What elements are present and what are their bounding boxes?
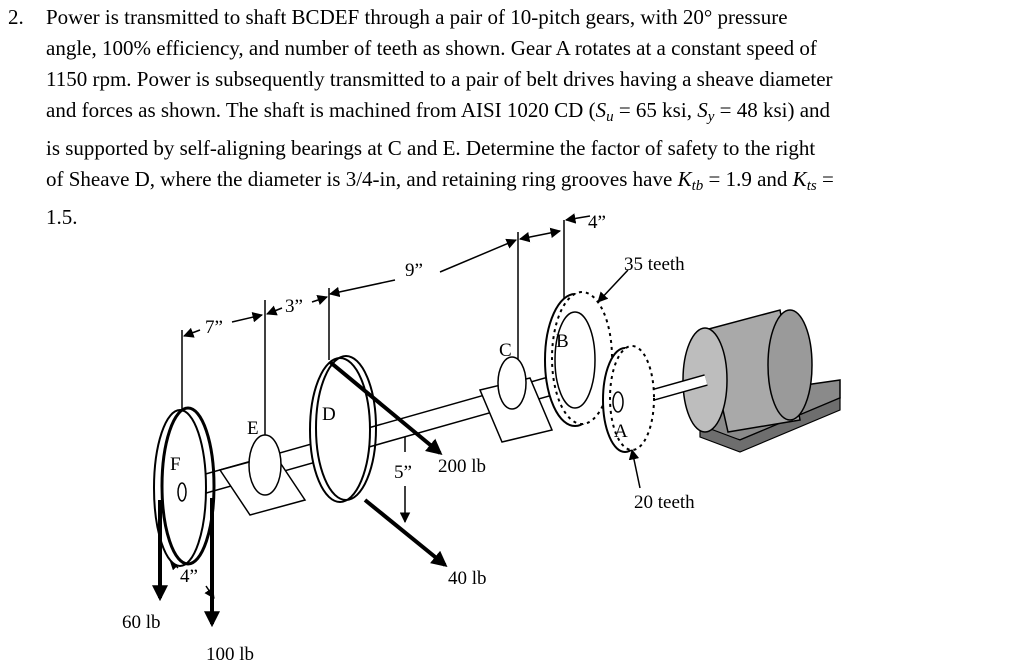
problem-line-7: 1.5.	[46, 205, 78, 229]
problem-number: 2.	[8, 5, 24, 29]
su-symbol: S	[595, 98, 607, 122]
problem-line-6: of Sheave D, where the diameter is 3/4-i…	[46, 164, 1004, 202]
problem-line-4: and forces as shown. The shaft is machin…	[46, 95, 1004, 133]
label-force-60: 60 lb	[122, 612, 161, 633]
sheave-d	[309, 355, 448, 568]
label-dim-4-top: 4”	[588, 212, 606, 233]
gear-a	[602, 345, 655, 453]
sheave-f	[152, 406, 220, 628]
dim-9-right	[439, 238, 517, 273]
dim-9-left	[328, 279, 396, 298]
dim-7-right	[231, 312, 264, 323]
su-subscript: u	[606, 109, 614, 125]
bearing-c	[478, 356, 554, 443]
label-dim-9: 9”	[405, 260, 423, 281]
sy-value: = 48 ksi) and	[714, 98, 831, 122]
sy-symbol: S	[697, 98, 708, 122]
label-20-teeth: 20 teeth	[634, 492, 695, 513]
label-force-200: 200 lb	[438, 456, 486, 477]
label-point-a: A	[614, 421, 628, 442]
label-dim-7: 7”	[205, 317, 223, 338]
label-point-d: D	[322, 404, 336, 425]
problem-line-5: is supported by self-aligning bearings a…	[46, 136, 816, 160]
kts-symbol: K	[792, 167, 807, 191]
gear-b	[544, 291, 613, 427]
kts-subscript: ts	[806, 178, 817, 194]
ktb-symbol: K	[677, 167, 692, 191]
label-point-c: C	[499, 340, 512, 361]
sy-subscript: y	[707, 109, 715, 125]
problem-line-1: Power is transmitted to shaft BCDEF thro…	[46, 5, 788, 29]
label-point-b: B	[556, 331, 569, 352]
label-force-100: 100 lb	[206, 644, 254, 665]
su-value: = 65 ksi,	[613, 98, 698, 122]
leader-lines	[597, 269, 641, 489]
line-6-text: of Sheave D, where the diameter is 3/4-i…	[46, 167, 678, 191]
leader-35-teeth	[597, 269, 629, 303]
leader-20-teeth	[628, 448, 641, 489]
label-dim-4-bottom: 4”	[180, 566, 198, 587]
ktb-value: = 1.9 and	[703, 167, 793, 191]
ktb-subscript: tb	[691, 178, 704, 194]
kts-value: =	[816, 167, 834, 191]
problem-text: Power is transmitted to shaft BCDEF thro…	[46, 2, 1004, 233]
problem-line-2: angle, 100% efficiency, and number of te…	[46, 36, 817, 60]
problem-line-3: 1150 rpm. Power is subsequently transmit…	[46, 67, 833, 91]
dim-3-left	[266, 305, 283, 316]
label-35-teeth: 35 teeth	[624, 254, 685, 275]
bearing-e	[218, 434, 307, 516]
label-point-f: F	[170, 454, 181, 475]
dim-4-top-arrow	[564, 213, 591, 224]
label-force-40: 40 lb	[448, 568, 487, 589]
dim-7-left	[183, 327, 201, 338]
label-point-e: E	[247, 418, 259, 439]
label-dim-5: 5”	[394, 462, 412, 483]
motor	[640, 309, 841, 453]
dim-4-top-line	[518, 227, 562, 243]
line-4-text: and forces as shown. The shaft is machin…	[46, 98, 596, 122]
dim-3-right	[311, 295, 328, 305]
label-dim-3: 3”	[285, 296, 303, 317]
